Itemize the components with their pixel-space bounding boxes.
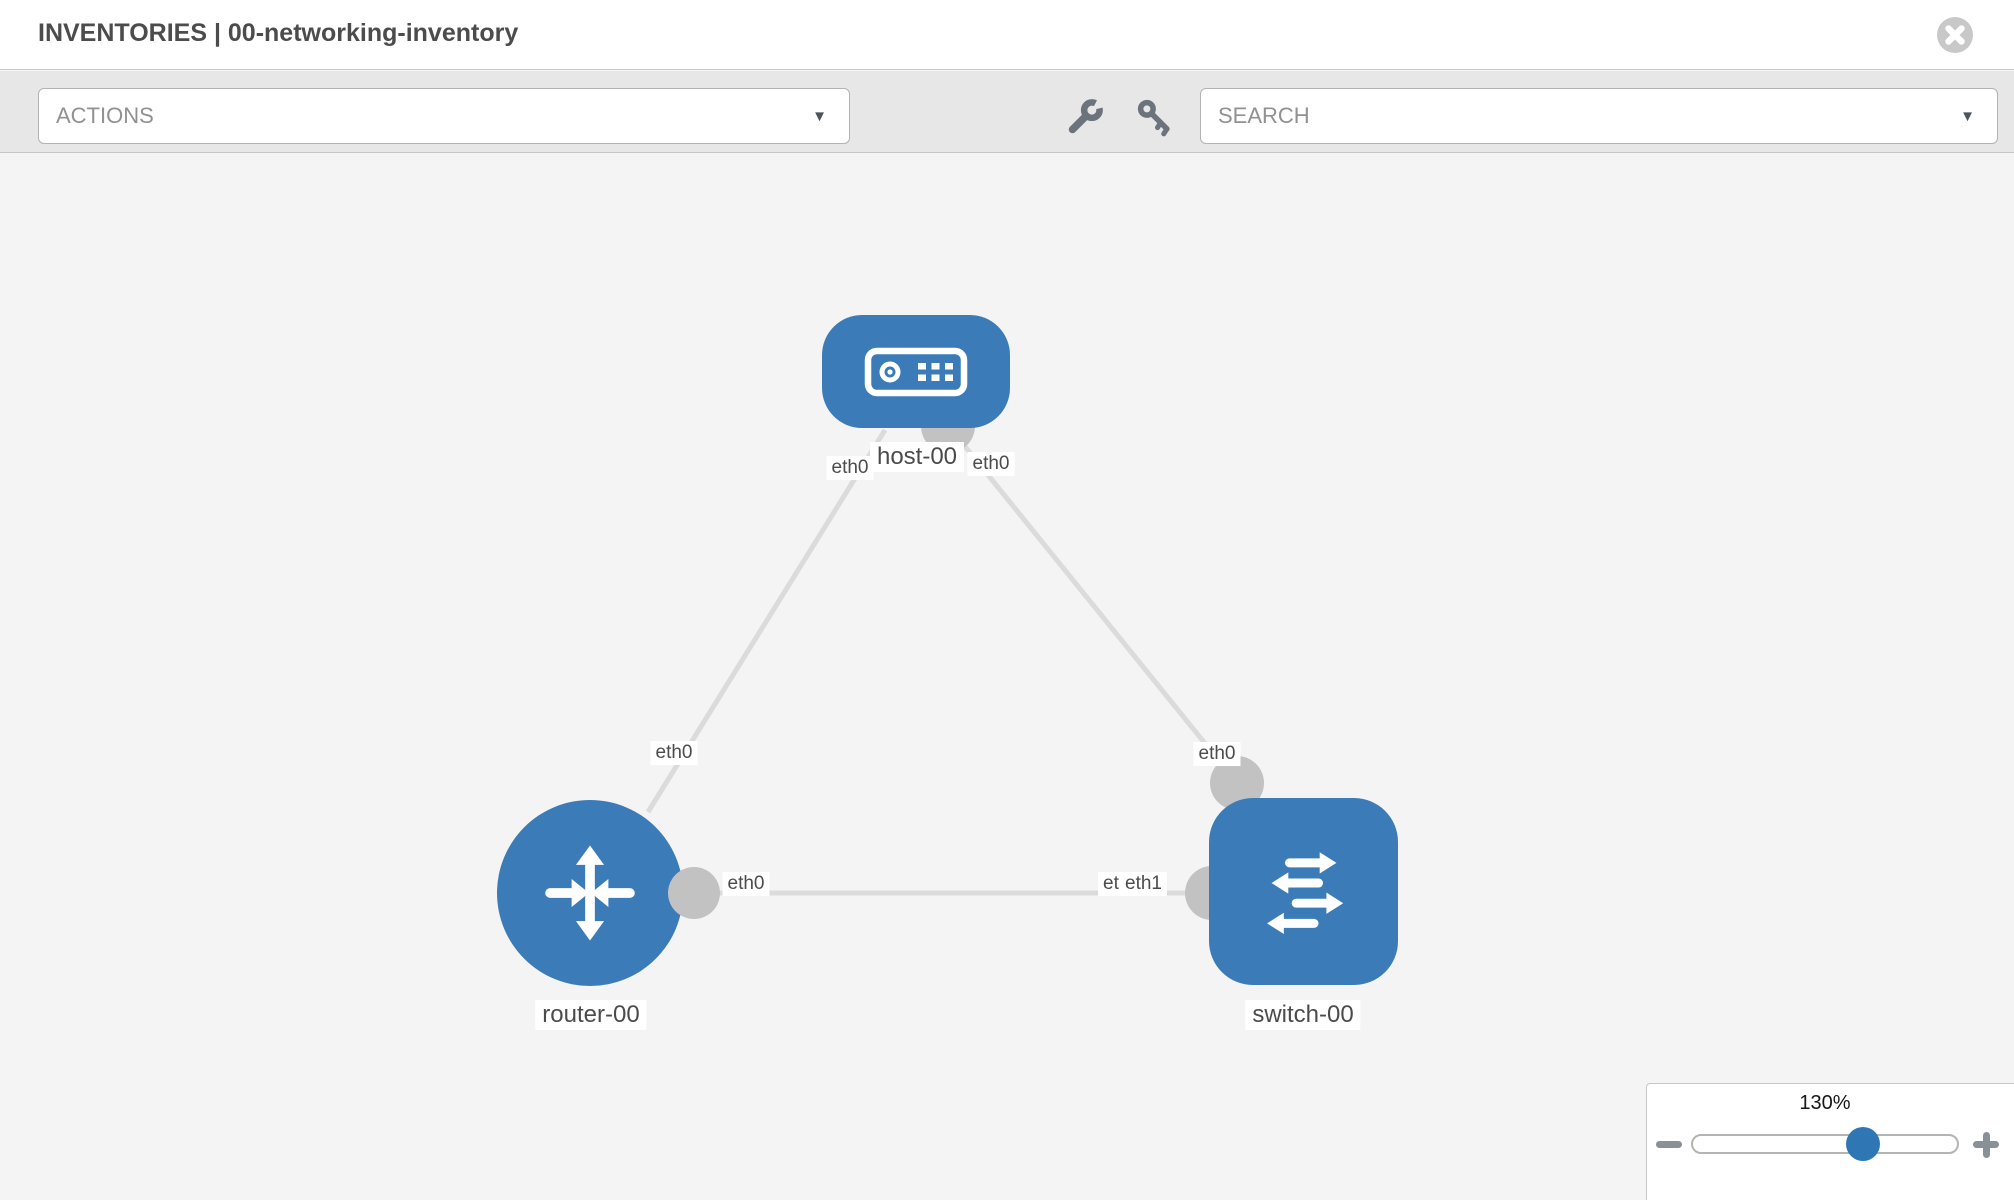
chevron-down-icon: ▼	[1960, 107, 1975, 125]
toolbar: ACTIONS ▼ SEARCH ▼	[0, 71, 2014, 153]
wrench-icon[interactable]	[1065, 95, 1105, 137]
header: INVENTORIES | 00-networking-inventory	[0, 0, 2014, 70]
zoom-level-value: 130%	[1799, 1092, 1851, 1114]
plus-icon	[1982, 1131, 1990, 1158]
node-label-switch-00: switch-00	[1245, 1000, 1361, 1030]
topology-links-layer	[640, 399, 1264, 920]
chevron-down-icon: ▼	[812, 107, 827, 125]
node-label-host-00: host-00	[869, 442, 965, 472]
interface-label-host-left: eth0	[826, 456, 874, 480]
zoom-slider-handle[interactable]	[1846, 1127, 1880, 1161]
host-icon	[864, 347, 968, 396]
switch-icon	[1266, 851, 1343, 934]
router-icon	[545, 845, 635, 941]
zoom-panel: 130%	[1646, 1083, 2014, 1200]
interface-label-router-right: eth0	[722, 872, 770, 896]
zoom-in-button[interactable]	[1971, 1130, 2001, 1160]
node-router-00[interactable]	[497, 800, 683, 986]
key-icon[interactable]	[1135, 97, 1175, 137]
port-switch-top	[1210, 756, 1264, 810]
minus-icon	[1656, 1141, 1682, 1148]
zoom-out-button[interactable]	[1655, 1132, 1685, 1156]
link-host-switch	[948, 426, 1239, 785]
page-title: INVENTORIES | 00-networking-inventory	[38, 19, 519, 47]
interface-label-switch-host: eth0	[1193, 742, 1241, 766]
topology-canvas[interactable]: host-00 router-00 switch-00 eth0 eth0 et…	[0, 153, 2014, 1200]
interface-label-switch-left-top: eth1	[1120, 872, 1167, 896]
zoom-slider-track[interactable]	[1691, 1134, 1959, 1154]
node-host-00[interactable]	[822, 315, 1010, 428]
port-router-right	[668, 867, 720, 919]
close-icon[interactable]	[1936, 16, 1974, 54]
actions-dropdown-label: ACTIONS	[56, 103, 154, 128]
actions-dropdown[interactable]: ACTIONS ▼	[38, 88, 850, 144]
interface-label-router-host: eth0	[650, 741, 698, 765]
interface-label-host-right: eth0	[967, 452, 1015, 476]
node-label-router-00: router-00	[535, 1000, 647, 1030]
node-switch-00[interactable]	[1209, 798, 1398, 985]
search-dropdown[interactable]: SEARCH ▼	[1200, 88, 1998, 144]
search-dropdown-label: SEARCH	[1218, 103, 1310, 128]
